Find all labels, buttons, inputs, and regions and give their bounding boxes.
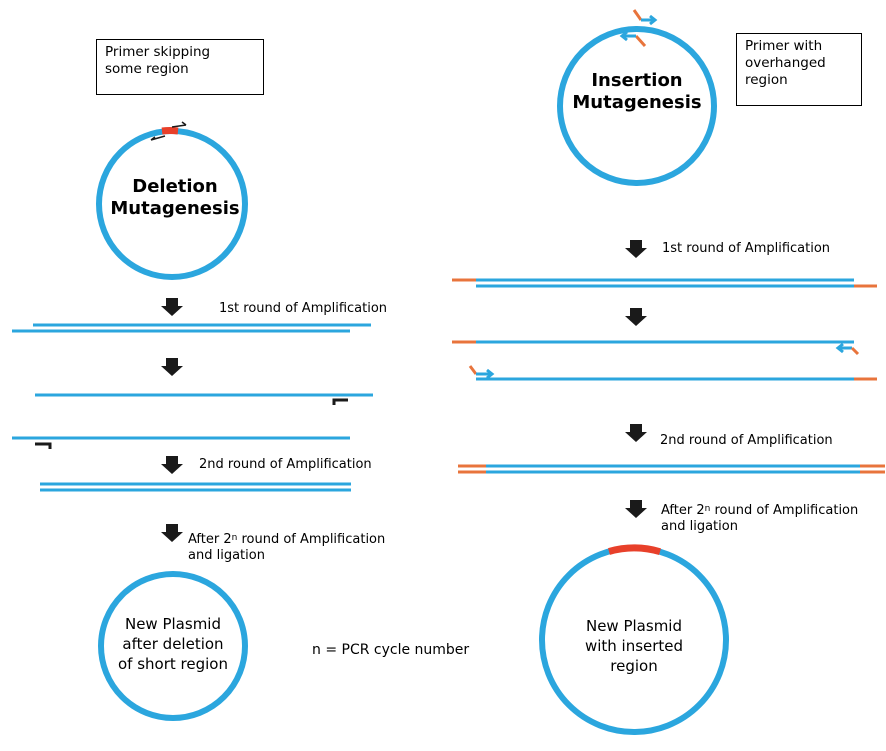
down-arrow-icon [161, 524, 183, 542]
insertion-step3-line2: and ligation [661, 519, 738, 534]
insertion-result-line3: region [610, 657, 658, 675]
deletion-title-line1: Deletion [132, 176, 218, 197]
deletion-title-line2: Mutagenesis [110, 198, 240, 219]
insertion-step3-a: After 2 [661, 503, 705, 518]
deletion-result-line2: after deletion [122, 635, 224, 653]
deletion-box-line2: some region [105, 61, 189, 77]
primer-reverse-arrow [150, 135, 166, 141]
deletion-primer-note: Primer skipping some region [96, 39, 264, 95]
down-arrow-icon [625, 424, 647, 442]
deletion-result-line1: New Plasmid [124, 615, 221, 633]
insertion-step2: 2nd round of Amplification [660, 433, 833, 448]
insert-primer-forward [476, 368, 495, 380]
down-arrow-icon [161, 358, 183, 376]
overhang-tail [850, 346, 860, 356]
overhang-tail [468, 365, 478, 375]
insertion-step3-b: round of Amplification [710, 503, 859, 518]
insertion-title-line1: Insertion [591, 70, 683, 91]
deletion-step3-b: round of Amplification [237, 532, 386, 547]
down-arrow-icon [625, 240, 647, 258]
deletion-box-line1: Primer skipping [105, 44, 211, 60]
primer-icon [35, 442, 52, 449]
deletion-step3-a: After 2 [188, 532, 232, 547]
down-arrow-icon [161, 298, 183, 316]
insertion-result-line2: with inserted [584, 637, 684, 655]
deletion-step3: After 2n round of Amplification and liga… [188, 532, 385, 564]
insertion-primer-note: Primer with overhanged region [736, 33, 862, 106]
primer-forward-arrow [171, 121, 187, 128]
deleted-plasmid [98, 571, 248, 721]
insertion-title-line2: Mutagenesis [572, 92, 702, 113]
insertion-result-line1: New Plasmid [585, 617, 682, 635]
insertion-title: Insertion Mutagenesis [562, 70, 712, 114]
insertion-plasmid [557, 26, 717, 186]
deletion-step3-line2: and ligation [188, 548, 265, 563]
down-arrow-icon [161, 456, 183, 474]
insertion-box-line2: overhanged [745, 55, 826, 71]
deletion-step2: 2nd round of Amplification [199, 457, 372, 472]
insertion-step3-sup: n [704, 504, 711, 514]
deletion-step3-sup: n [231, 533, 238, 543]
deletion-result-line3: of short region [118, 655, 228, 673]
deletion-title: Deletion Mutagenesis [102, 176, 248, 220]
overhang-tail [632, 9, 643, 21]
deletion-step1: 1st round of Amplification [219, 301, 388, 316]
insertion-step1: 1st round of Amplification [662, 241, 831, 256]
primer-icon [332, 398, 348, 405]
insertion-box-line3: region [745, 72, 788, 88]
pcr-cycle-footnote: n = PCR cycle number [312, 642, 470, 658]
down-arrow-icon [625, 308, 647, 326]
insert-primer-forward [641, 14, 658, 26]
insertion-result: New Plasmid with inserted region [559, 616, 709, 676]
inserted-region [608, 544, 661, 556]
down-arrow-icon [625, 500, 647, 518]
insert-primer-reverse [835, 342, 852, 354]
insert-primer-reverse [619, 30, 636, 42]
deletion-result: New Plasmid after deletion of short regi… [98, 614, 248, 674]
insertion-step3: After 2n round of Amplification and liga… [661, 503, 858, 535]
insertion-box-line1: Primer with [745, 38, 823, 54]
overhang-tail [634, 34, 647, 48]
